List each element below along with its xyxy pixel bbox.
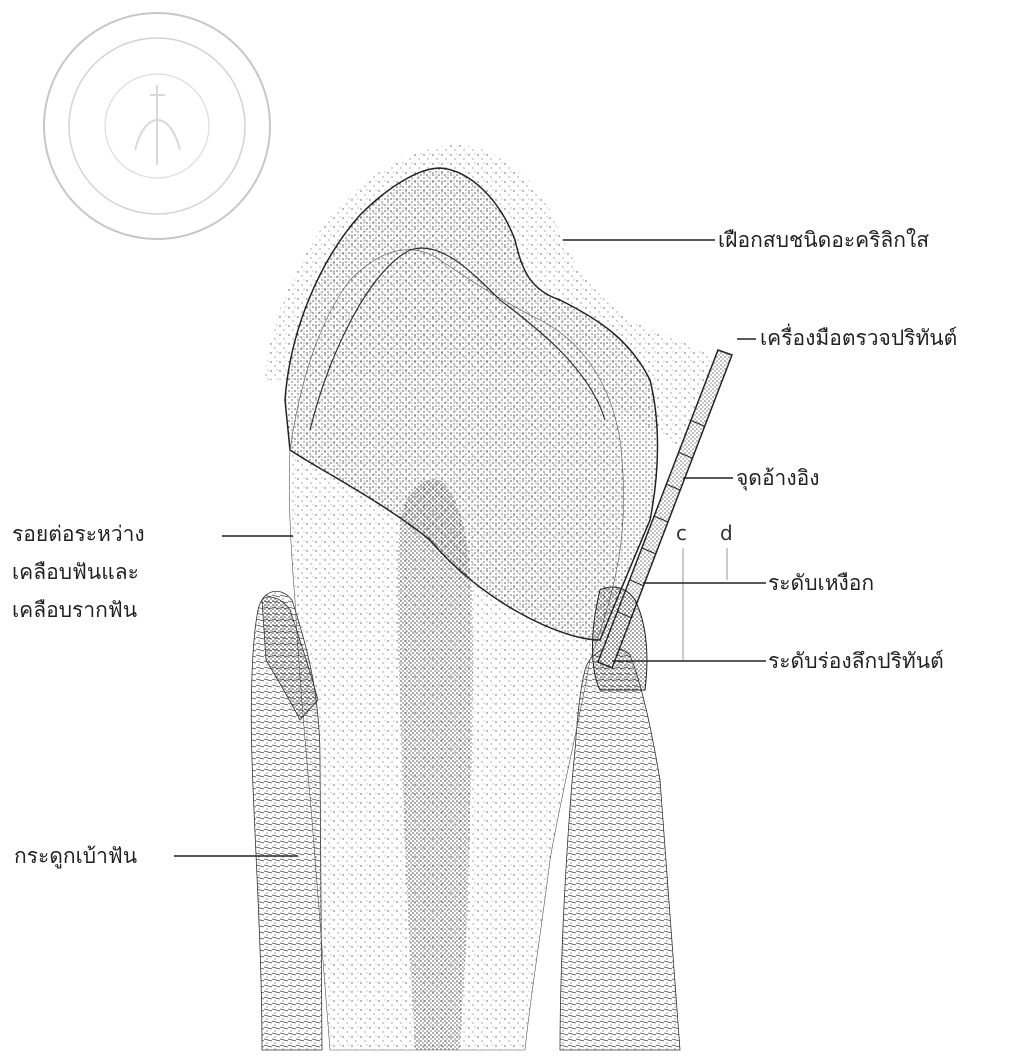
- label-cej-line-2: เคลือบฟันและ: [12, 553, 145, 591]
- label-letter-d: d: [720, 515, 733, 552]
- label-pocket-base: ระดับร่องลึกปริทันต์: [768, 643, 944, 680]
- label-reference-point: จุดอ้างอิง: [736, 460, 819, 497]
- label-gingival-margin: ระดับเหงือก: [768, 565, 874, 602]
- seal-stamp-icon: [44, 13, 270, 239]
- label-alveolar-bone: กระดูกเบ้าฟัน: [14, 838, 137, 875]
- label-acrylic-stent: เฝือกสบชนิดอะคริลิกใส: [718, 222, 929, 259]
- label-letter-c: c: [676, 515, 687, 552]
- label-cej-line-3: เคลือบรากฟัน: [12, 591, 145, 629]
- label-probe: เครื่องมือตรวจปริทันต์: [760, 320, 957, 357]
- gingiva-right: [593, 587, 647, 690]
- label-cej: รอยต่อระหว่าง เคลือบฟันและ เคลือบรากฟัน: [12, 515, 145, 629]
- label-cej-line-1: รอยต่อระหว่าง: [12, 515, 145, 553]
